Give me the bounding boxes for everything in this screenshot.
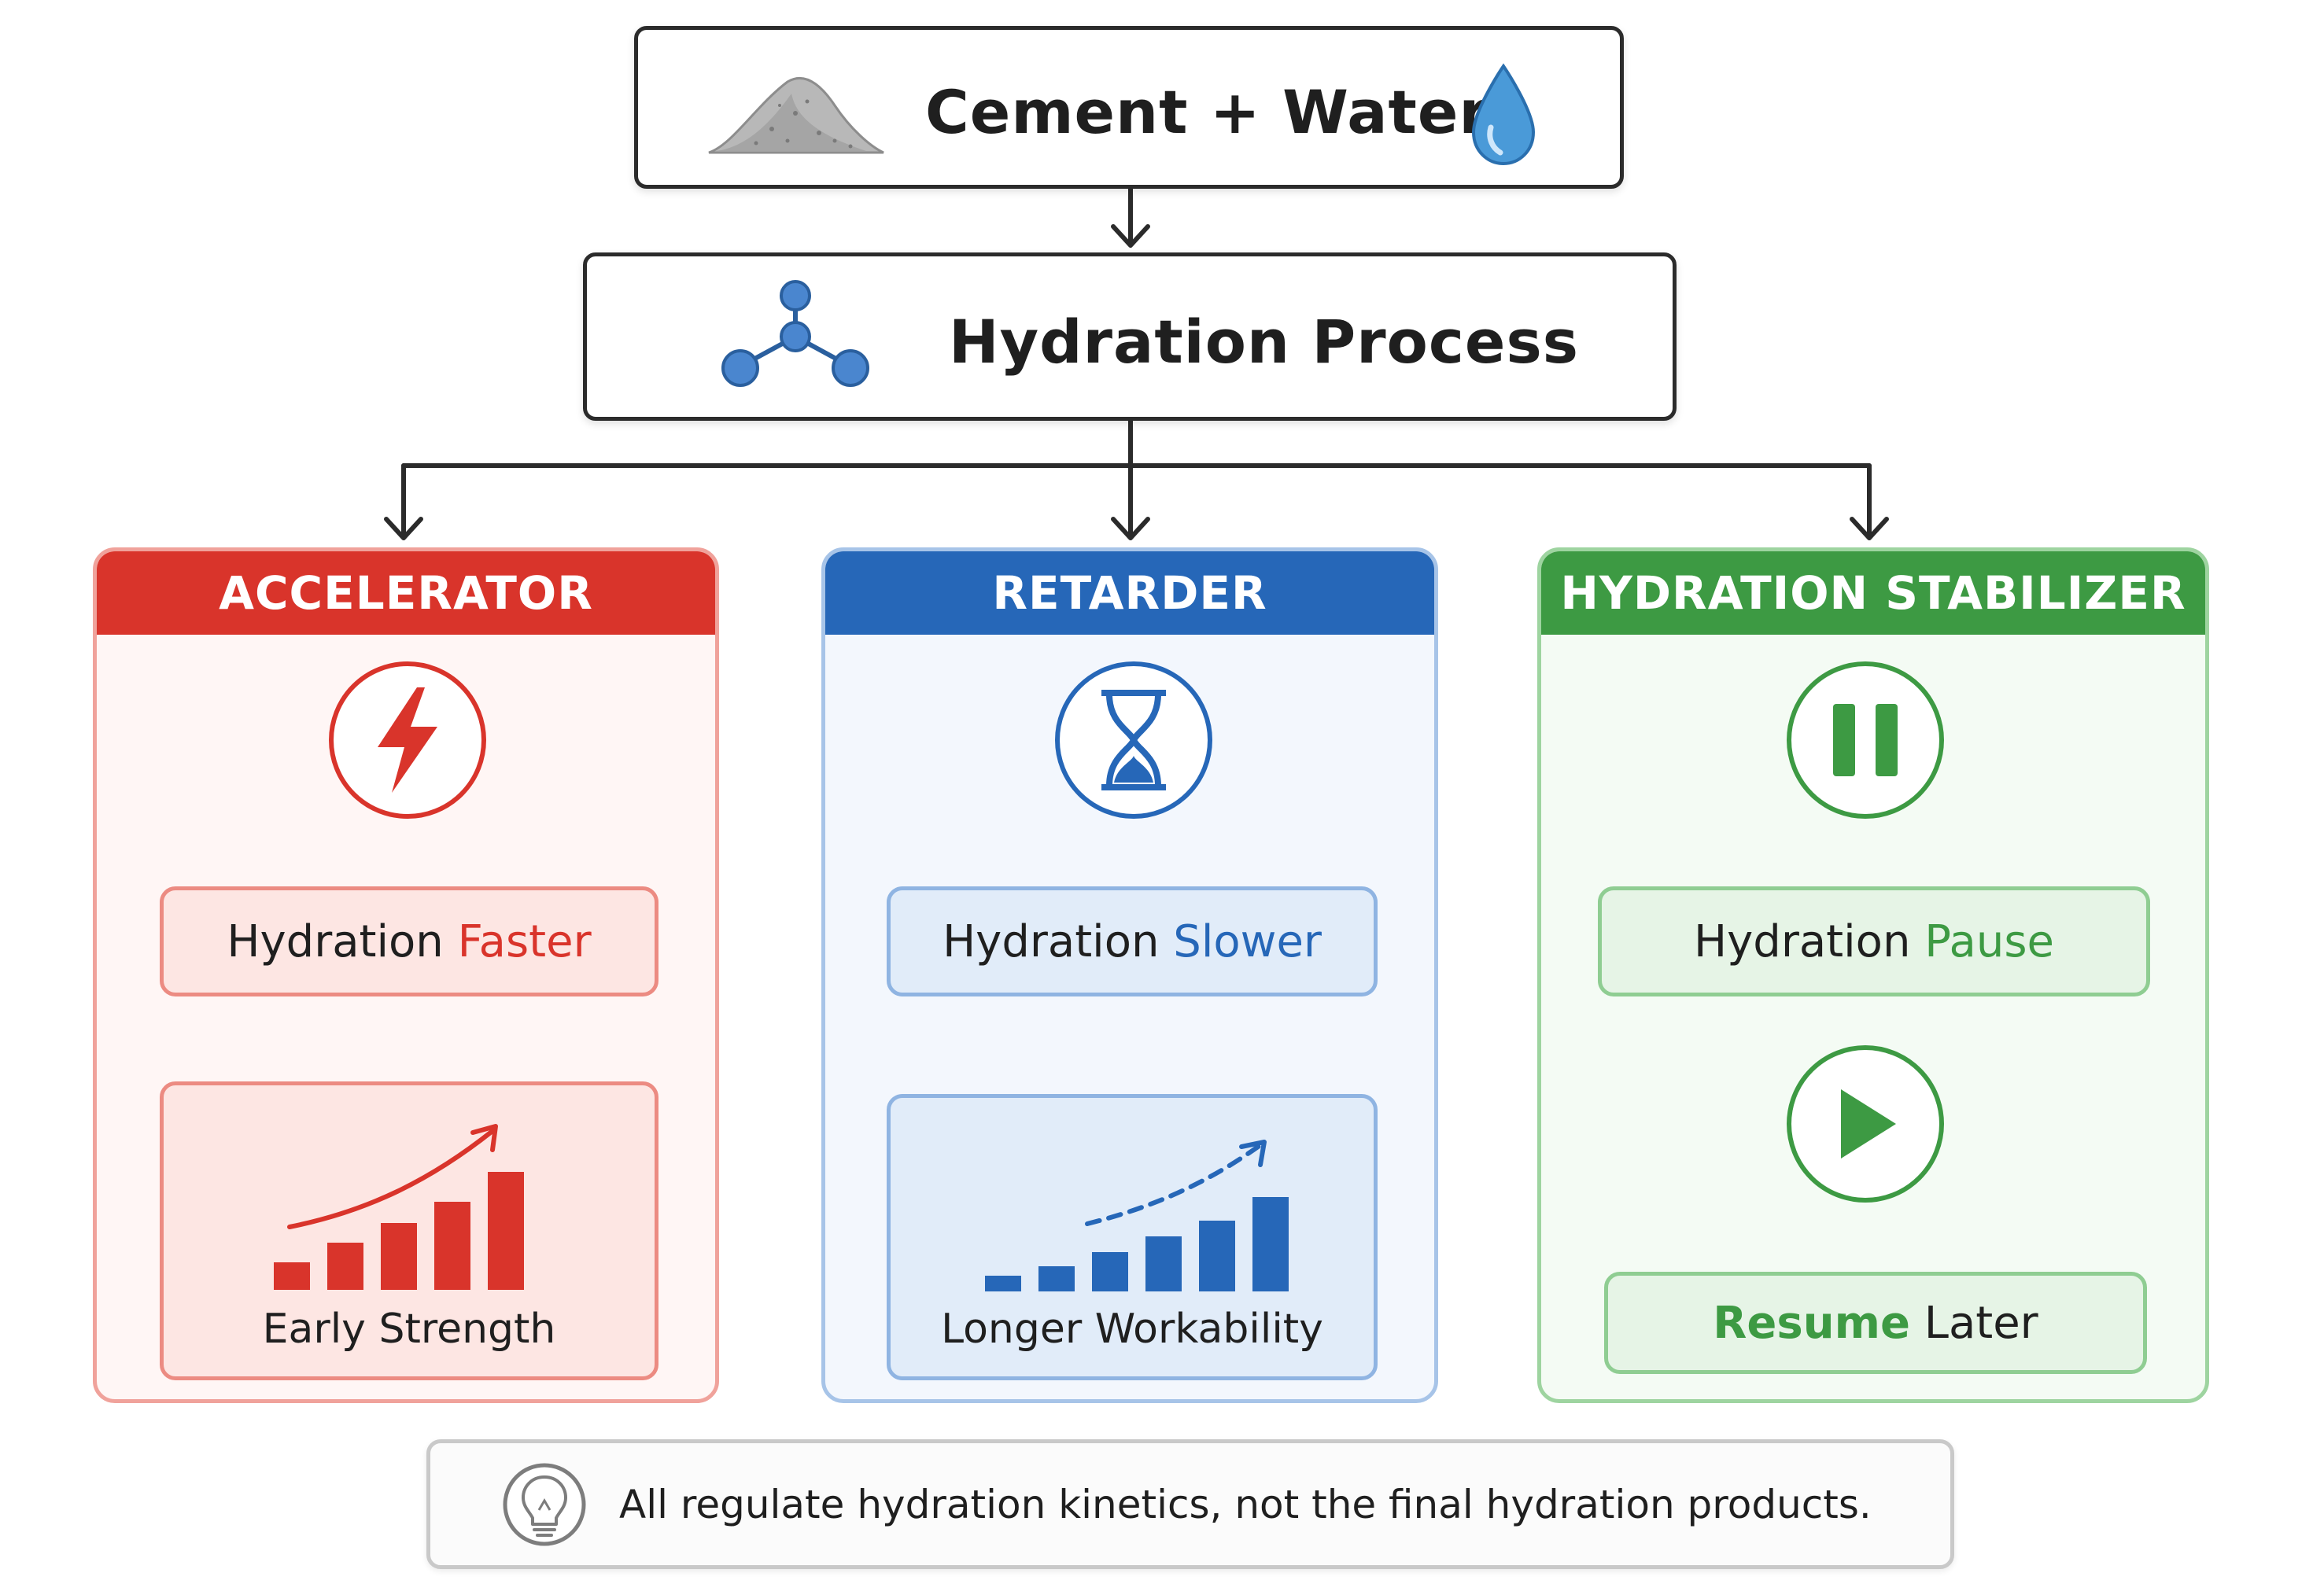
resume-highlight: Resume — [1713, 1297, 1910, 1349]
retarder-effect-pill: Hydration Slower — [887, 886, 1378, 996]
stabilizer-header: HYDRATION STABILIZER — [1541, 551, 2205, 635]
gradual-bar-chart-icon — [985, 1140, 1289, 1291]
longer-workability-chart-box: Longer Workability — [887, 1094, 1378, 1380]
retarder-header: RETARDER — [825, 551, 1434, 635]
retarder-effect-prefix: Hydration — [943, 915, 1174, 967]
accelerator-header: ACCELERATOR — [97, 551, 715, 635]
lightning-bolt-icon — [329, 661, 486, 819]
retarder-effect-highlight: Slower — [1173, 915, 1322, 967]
resume-suffix: Later — [1909, 1297, 2038, 1349]
stabilizer-effect-highlight: Pause — [1924, 915, 2054, 967]
cement-powder-icon — [708, 77, 884, 154]
cement-water-box: Cement + Water — [634, 26, 1624, 189]
stabilizer-panel: HYDRATION STABILIZER Hydration Pause Res… — [1537, 547, 2209, 1403]
pause-icon — [1787, 661, 1944, 819]
accelerator-effect-pill: Hydration Faster — [160, 886, 658, 996]
early-strength-chart-box: Early Strength — [160, 1081, 658, 1380]
cement-water-label: Cement + Water — [925, 77, 1489, 147]
lightbulb-icon — [503, 1463, 586, 1545]
longer-workability-label: Longer Workability — [941, 1306, 1323, 1353]
accelerator-panel: ACCELERATOR Hydration Faster Early Stren… — [93, 547, 719, 1403]
stabilizer-effect-pill: Hydration Pause — [1598, 886, 2150, 996]
rising-bar-chart-icon — [274, 1124, 524, 1290]
hydration-process-label: Hydration Process — [949, 307, 1579, 377]
play-icon — [1787, 1045, 1944, 1203]
resume-later-pill: Resume Later — [1604, 1272, 2147, 1374]
stabilizer-effect-prefix: Hydration — [1694, 915, 1925, 967]
retarder-panel: RETARDER Hydration Slower — [821, 547, 1438, 1403]
hourglass-icon — [1055, 661, 1212, 819]
accelerator-effect-highlight: Faster — [457, 915, 592, 967]
molecule-icon — [721, 280, 869, 387]
accelerator-effect-prefix: Hydration — [227, 915, 458, 967]
summary-note-text: All regulate hydration kinetics, not the… — [619, 1481, 1872, 1527]
hydration-process-box: Hydration Process — [583, 252, 1677, 421]
early-strength-label: Early Strength — [262, 1306, 556, 1353]
summary-note: All regulate hydration kinetics, not the… — [426, 1439, 1954, 1569]
water-drop-icon — [1471, 63, 1536, 166]
